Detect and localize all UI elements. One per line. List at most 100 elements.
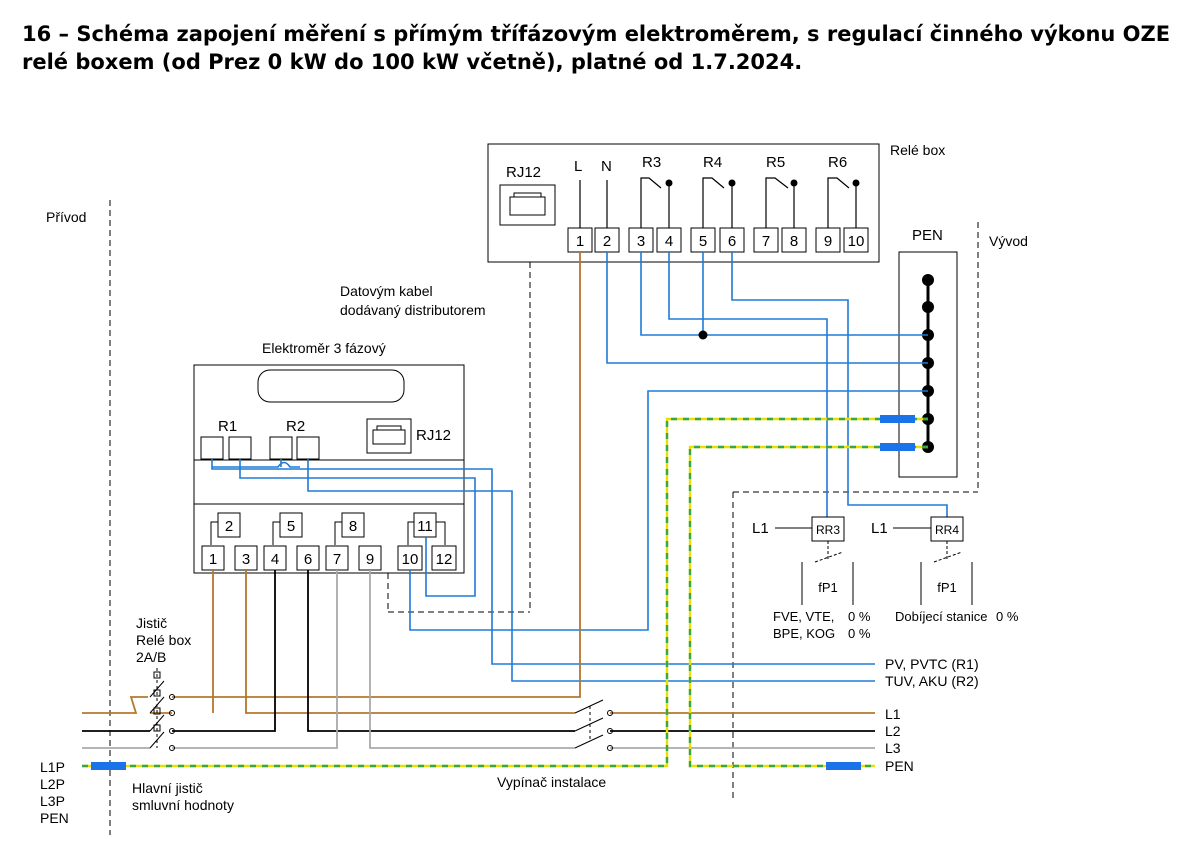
wire-r3-to-rr3 [668,252,828,517]
label-meter: Elektroměr 3 fázový [262,340,386,356]
rr4-l1-label: L1 [871,520,888,537]
rr4-fp1-box [920,562,973,605]
title-line-1: 16 – Schéma zapojení měření s přímým tří… [22,22,1171,46]
rr4-label: RR4 [935,523,959,537]
label-privod: Přívod [46,209,86,225]
relay-box-breaker [149,668,175,751]
meter-terminal-6-label: 6 [304,551,312,568]
wire-r1-pv [211,459,875,665]
relay-box-label-R5: R5 [766,154,785,171]
rb-terminal-3-label: 3 [637,233,645,250]
switch-pole-3 [574,734,604,749]
boundary-lines [109,200,979,835]
label-pct-2: 0 % [848,626,871,641]
meter-upper-terminal-5-label: 5 [287,518,295,535]
relay-box-terminals [567,227,869,253]
l3-meter-7 [172,570,338,749]
phase-l3-wire [82,570,875,749]
label-pct-1: 0 % [848,609,871,624]
relay-rr3: RR3 fP1 L1 [752,516,854,605]
relay-box-label-N: N [601,158,612,175]
relay-box-label-R3: R3 [642,154,661,171]
wire-n-to-pen [606,252,928,364]
label-bpe: BPE, KOG [773,626,835,641]
switch-terminal-2 [607,728,613,734]
meter-terminal-7-label: 7 [333,551,341,568]
wire-r1b-loop [239,459,476,597]
label-rele-box: Relé box [890,142,945,158]
pen-wire-input-green [82,417,928,768]
rr3-coil [811,516,845,542]
label-installation-switch: Vypínač instalace [497,774,606,790]
pen-node-1 [922,274,934,286]
contact-r3 [640,177,662,228]
rr3-label: RR3 [816,523,840,537]
label-l3-out: L3 [885,740,901,756]
rb-terminal-8 [781,227,807,253]
pen-markers [91,415,915,770]
meter-upper-terminal-8-label: 8 [349,518,357,535]
title-line-2: relé boxem (od Prez 0 kW do 100 kW včetn… [22,50,803,74]
label-pen-bar: PEN [912,227,943,244]
label-jistic-3: 2A/B [136,649,166,665]
rb-terminal-8-label: 8 [790,233,798,250]
rb-terminal-10-label: 10 [848,233,865,250]
meter-label-r1: R1 [218,418,237,435]
control-wires [211,252,948,682]
label-data-cable-1: Datovým kabel [340,283,433,299]
label-l2p: L2P [40,776,65,792]
meter-upper-terminal-11 [413,512,437,538]
pen-marker-bar-upper [880,415,915,423]
label-l3p: L3P [40,793,65,809]
relay-box-label-R4: R4 [703,154,722,171]
meter-bracket-8 [334,521,342,545]
meter-terminal-12-label: 12 [436,551,453,568]
pen-bar [898,251,958,478]
rr3-fp1-label: fP1 [818,580,838,595]
l1-main-in [82,696,148,714]
pen-node-2 [922,301,934,313]
rb-terminal-4-label: 4 [665,233,673,250]
breaker-terminal-1 [169,694,175,700]
meter-terminal-12 [431,545,457,571]
rb-terminal-4 [656,227,682,253]
installation-switch [574,699,613,751]
label-l1p: L1P [40,759,65,775]
meter-bracket-5 [272,521,280,545]
rr4-coil [930,516,964,542]
l1-meter-3 [245,570,575,714]
junction-dot-r4 [698,330,708,340]
label-tuv-output: TUV, AKU (R2) [885,673,979,689]
rr3-fp1-box [801,562,854,605]
label-l2-out: L2 [885,723,901,739]
dot-r4 [728,179,736,187]
dot-r3 [665,179,673,187]
meter-r1-contact-a [200,436,224,460]
rb-terminal-6-label: 6 [728,233,736,250]
meter-upper-terminal-8 [341,512,365,538]
relay-box: RJ12 L N R3 R4 R5 R6 [487,143,880,263]
switch-terminal-1 [607,710,613,716]
meter-rj12-socket [366,418,412,454]
relay-box-rj12-icon [509,192,546,216]
pen-wire-output-green [688,445,928,768]
meter-terminal-10-label: 10 [402,551,419,568]
meter-terminal-1-label: 1 [209,551,217,568]
meter-upper-terminal-11-label: 11 [417,518,433,535]
meter-upper-terminal-2-label: 2 [225,518,233,535]
meter-rj12-icon [372,425,406,445]
switch-pole-1 [574,699,604,714]
relay-box-label-L: L [574,158,582,175]
phase-l2-wire [82,570,875,732]
contact-r6 [827,177,850,228]
label-pen-out: PEN [885,758,914,774]
breaker-terminal-3 [169,728,175,734]
rr4-contact [933,541,963,563]
meter-rj12-label: RJ12 [416,427,451,444]
l2-meter-4 [172,570,276,732]
relay-box-contacts [579,177,857,228]
pen-wires [82,417,928,768]
meter-display [257,369,405,403]
dot-r6 [852,179,860,187]
